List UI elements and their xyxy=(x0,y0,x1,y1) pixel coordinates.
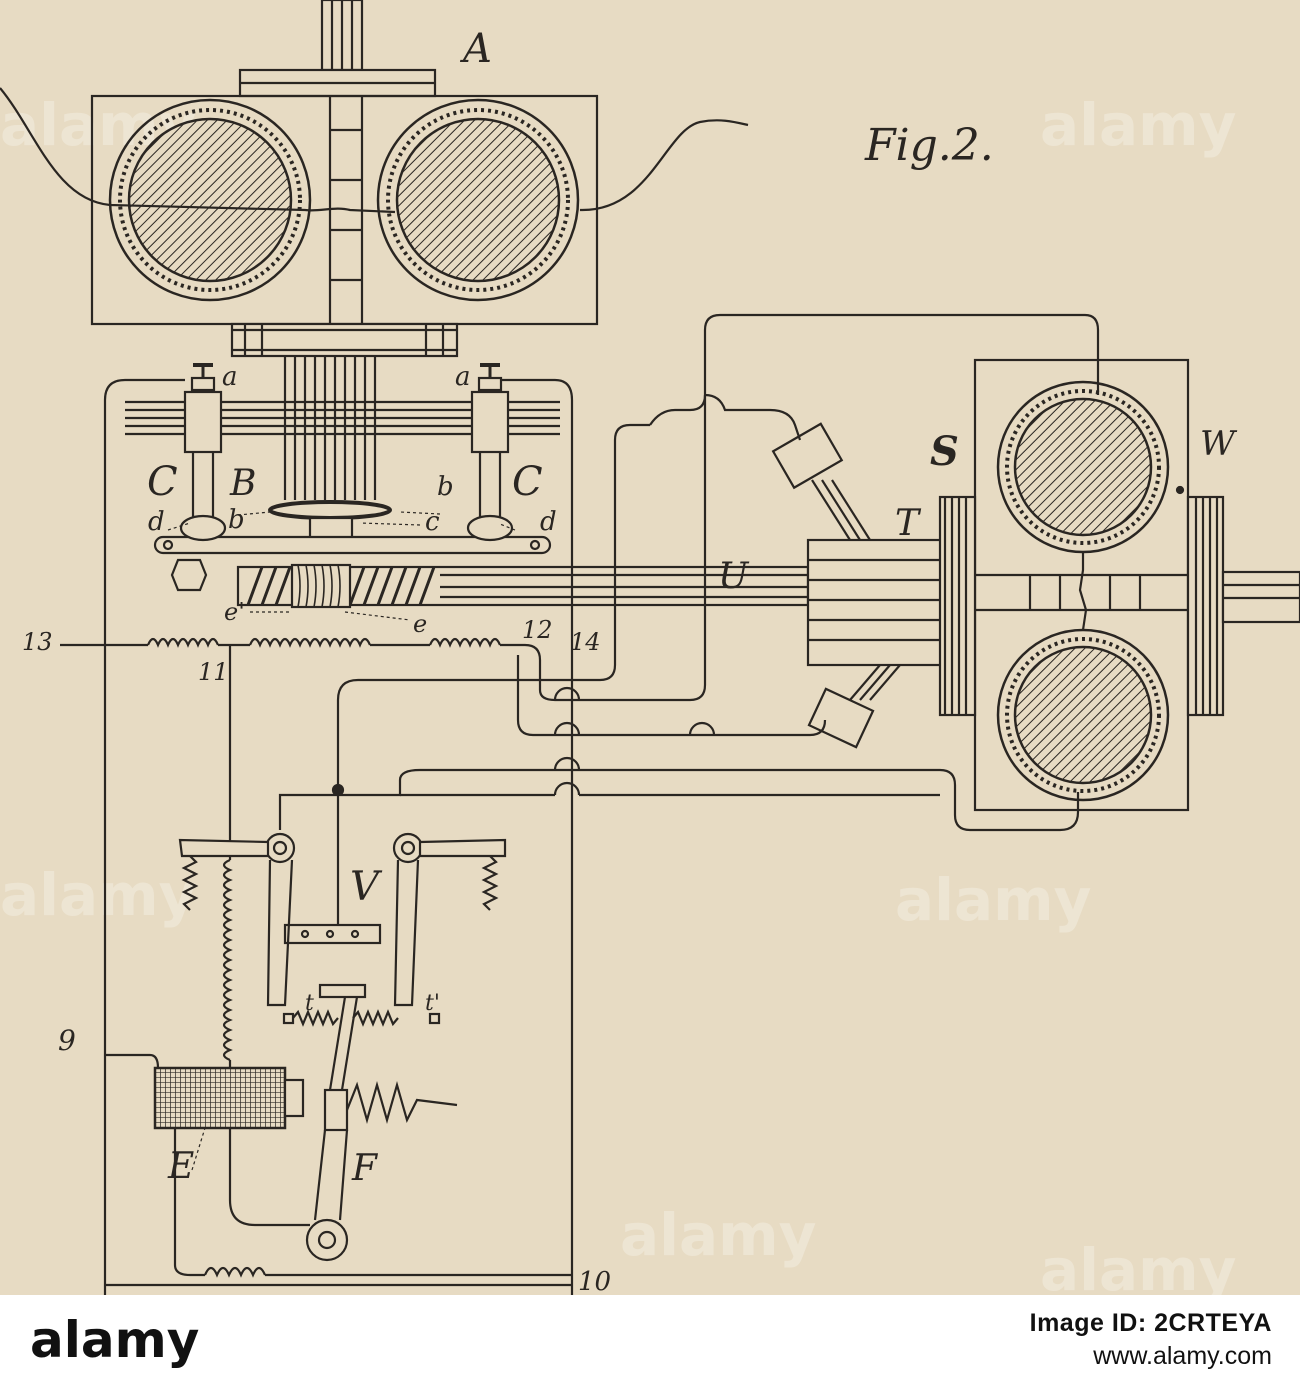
label-d-right: d xyxy=(540,507,557,537)
svg-text:alamy: alamy xyxy=(1040,91,1236,159)
label-d-left: d xyxy=(148,507,165,537)
image-id: Image ID: 2CRTEYA xyxy=(1030,1309,1272,1338)
stock-footer: alamy Image ID: 2CRTEYA www.alamy.com xyxy=(0,1295,1300,1385)
label-v: V xyxy=(350,864,383,910)
label-f: F xyxy=(351,1148,379,1189)
generator-a xyxy=(0,0,748,356)
svg-text:alamy: alamy xyxy=(0,861,196,929)
svg-text:alamy: alamy xyxy=(620,1201,816,1269)
label-a: A xyxy=(459,26,492,72)
label-t-prime: t' xyxy=(425,991,440,1016)
label-13: 13 xyxy=(22,628,53,656)
label-b-right: b xyxy=(437,472,454,502)
label-e: e xyxy=(413,610,427,638)
label-b: B xyxy=(229,463,256,504)
svg-text:alamy: alamy xyxy=(1040,1236,1236,1295)
regulator-assembly xyxy=(125,356,560,590)
label-w: W xyxy=(1200,424,1238,464)
label-s: S xyxy=(930,428,959,475)
label-10: 10 xyxy=(578,1267,611,1295)
label-c-left: C xyxy=(147,459,178,505)
label-c-right: C xyxy=(512,459,543,505)
label-c-small: c xyxy=(425,507,440,537)
svg-text:alamy: alamy xyxy=(895,866,1091,934)
label-u: U xyxy=(718,556,750,597)
svg-text:alamy: alamy xyxy=(30,1311,199,1369)
label-12: 12 xyxy=(522,616,553,644)
label-14: 14 xyxy=(570,628,601,656)
label-t-small: t xyxy=(305,991,314,1016)
alamy-logo: alamy xyxy=(26,1303,206,1377)
label-t: T xyxy=(895,503,922,544)
diagram-figure: alamy alamy alamy alamy alamy alamy xyxy=(0,0,1300,1295)
label-a-left: a xyxy=(222,362,238,392)
label-a-right: a xyxy=(455,362,471,392)
label-9: 9 xyxy=(58,1024,76,1057)
label-e-prime: e' xyxy=(224,598,245,626)
label-11: 11 xyxy=(198,658,229,686)
label-b-left: b xyxy=(228,505,245,535)
site-url: www.alamy.com xyxy=(1030,1342,1272,1371)
label-e-magnet: E xyxy=(167,1146,194,1187)
figure-title: Fig.2. xyxy=(864,120,994,171)
